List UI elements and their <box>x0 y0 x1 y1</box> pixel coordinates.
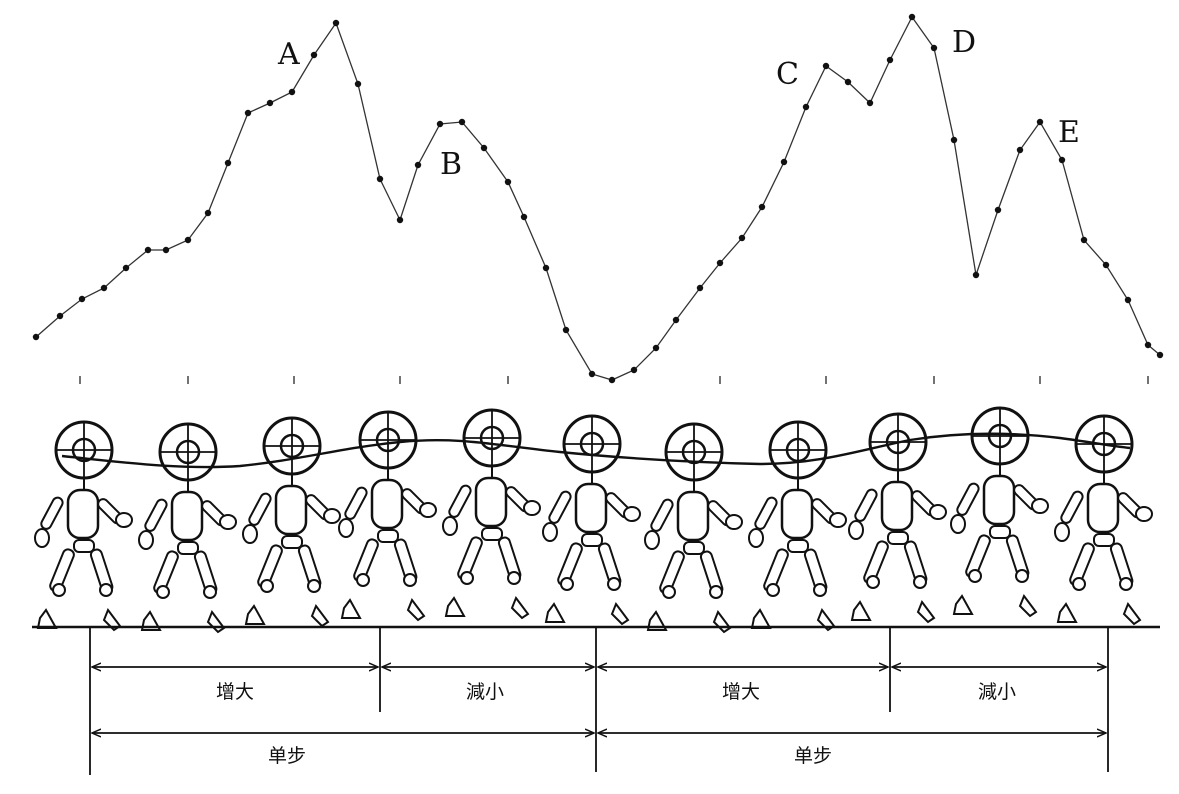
signal-point <box>802 103 810 111</box>
signal-point <box>244 109 252 117</box>
signal-point <box>396 216 404 224</box>
signal-point <box>780 158 788 166</box>
signal-point <box>56 312 64 320</box>
signal-point <box>436 120 444 128</box>
walker-figure <box>241 416 342 628</box>
signal-point <box>144 246 152 254</box>
step-label-2: 单步 <box>794 745 832 767</box>
phase-label-decrease-2: 減小 <box>978 681 1016 703</box>
signal-point <box>266 99 274 107</box>
signal-point <box>354 80 362 88</box>
signal-point <box>672 316 680 324</box>
signal-point <box>520 213 528 221</box>
signal-point <box>224 159 232 167</box>
signal-line <box>35 15 1161 381</box>
walker-figure <box>643 422 744 634</box>
walker-figure <box>747 420 848 632</box>
signal-point <box>542 264 550 272</box>
signal-point <box>608 376 616 384</box>
peak-label-d: D <box>952 25 976 60</box>
signal-curve <box>32 13 1164 384</box>
signal-point <box>122 264 130 272</box>
signal-point <box>458 118 466 126</box>
peak-label-b: B <box>440 147 462 182</box>
signal-point <box>1036 118 1044 126</box>
signal-point <box>972 271 980 279</box>
step-label-1: 单步 <box>268 745 306 767</box>
signal-point <box>758 203 766 211</box>
phase-label-increase-2: 增大 <box>722 681 760 703</box>
signal-point <box>1102 261 1110 269</box>
signal-point <box>716 259 724 267</box>
signal-point <box>738 234 746 242</box>
signal-point <box>78 295 86 303</box>
boundary-lines <box>89 627 1109 775</box>
walking-figures <box>33 406 1154 634</box>
signal-point <box>376 175 384 183</box>
signal-point <box>184 236 192 244</box>
phase-label-increase-1: 增大 <box>216 681 254 703</box>
signal-point <box>866 99 874 107</box>
walker-figure <box>541 414 642 626</box>
walker-figure <box>847 412 948 624</box>
signal-point <box>1144 341 1152 349</box>
signal-point <box>908 13 916 21</box>
walker-figure <box>33 420 134 632</box>
signal-point <box>630 366 638 374</box>
signal-point <box>100 284 108 292</box>
signal-point <box>1156 351 1164 359</box>
signal-point <box>652 344 660 352</box>
head-trajectory-wave <box>61 432 1131 469</box>
signal-point <box>696 284 704 292</box>
signal-point <box>504 178 512 186</box>
signal-point <box>886 56 894 64</box>
signal-point <box>930 44 938 52</box>
signal-point <box>562 326 570 334</box>
signal-point <box>844 78 852 86</box>
signal-point <box>414 161 422 169</box>
phase-label-decrease-1: 減小 <box>466 681 504 703</box>
signal-point <box>822 62 830 70</box>
peak-label-e: E <box>1058 115 1080 150</box>
signal-point <box>1016 146 1024 154</box>
walker-figure <box>949 406 1050 618</box>
signal-point <box>288 88 296 96</box>
tick-marks <box>79 376 1149 384</box>
signal-point <box>588 370 596 378</box>
signal-point <box>162 246 170 254</box>
walker-figure <box>137 422 238 634</box>
signal-point <box>310 51 318 59</box>
signal-point <box>1080 236 1088 244</box>
signal-point <box>994 206 1002 214</box>
walker-figure <box>1053 414 1154 626</box>
signal-point <box>950 136 958 144</box>
signal-point <box>1058 156 1066 164</box>
signal-point <box>332 19 340 27</box>
signal-point <box>480 144 488 152</box>
signal-points <box>32 13 1164 384</box>
signal-point <box>204 209 212 217</box>
peak-label-c: C <box>776 57 799 92</box>
peak-label-a: A <box>277 37 300 72</box>
signal-point <box>1124 296 1132 304</box>
signal-point <box>32 333 40 341</box>
